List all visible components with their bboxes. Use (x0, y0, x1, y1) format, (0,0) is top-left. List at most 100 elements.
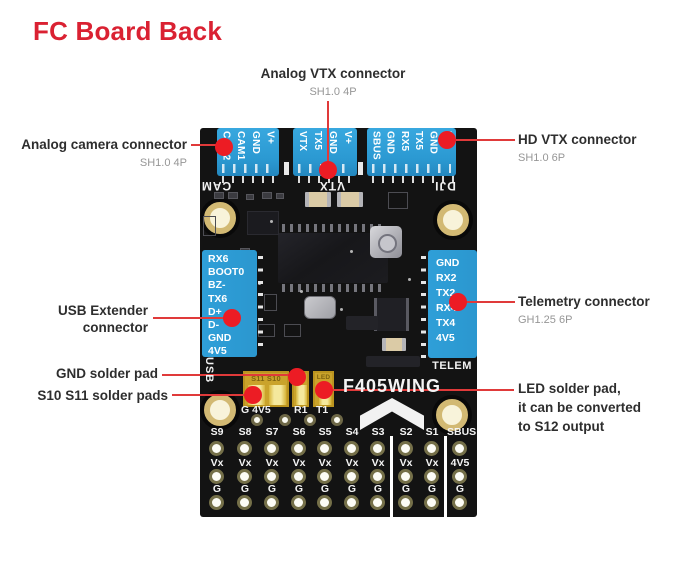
dji-silkscreen: DJI (434, 179, 456, 193)
pin-label: 4V5 (436, 332, 455, 344)
pin-label: G (455, 483, 465, 495)
pin-column-s5: S5 Vx G (312, 426, 338, 516)
pin-label: BZ- (208, 279, 226, 292)
pin-label: 4V5 (208, 345, 227, 358)
pin-label: Vx (345, 457, 359, 469)
pin-label: RX6 (208, 253, 229, 265)
connector-pins (258, 256, 263, 355)
through-hole (209, 495, 224, 510)
pin-label: TX6 (208, 292, 228, 305)
resistor (276, 193, 284, 199)
via (408, 278, 411, 281)
component-outline (284, 324, 301, 337)
through-hole (264, 469, 279, 484)
solder-pads-row (372, 175, 454, 183)
through-hole (251, 414, 263, 426)
solder-pads-row (298, 175, 354, 183)
solder-pad (269, 385, 286, 405)
through-hole (279, 414, 291, 426)
pcb-board: CAM2 CAM1 GND V+ VTX TX5 GND V+ SBUS GND… (200, 128, 477, 517)
small-ic (248, 212, 278, 234)
annotation-label: HD VTX connector (518, 132, 637, 147)
through-hole (398, 495, 413, 510)
pin-label: D+ (208, 305, 222, 318)
annotation-hd-vtx: HD VTX connector SH1.0 6P (518, 131, 637, 167)
g-4v5-silkscreen: G 4V5 (241, 404, 271, 416)
pin-label: Vx (238, 457, 252, 469)
pin-label: S2 (399, 426, 413, 438)
board-tab (284, 162, 289, 175)
annotation-label: LED solder pad, (518, 381, 621, 396)
pin-label: G (347, 483, 357, 495)
via (350, 250, 353, 253)
annotation-label: connector (82, 320, 148, 335)
pin-label: 4V5 (450, 457, 470, 469)
pin-label: Vx (371, 457, 385, 469)
capacitor (382, 338, 406, 351)
connector-pins (372, 164, 451, 173)
pin-column-sbus: SBUS 4V5 G (447, 426, 477, 516)
smd-component (346, 316, 378, 330)
annotation-s10-s11: S10 S11 solder pads (37, 387, 168, 404)
resistor (246, 194, 254, 200)
pin-label: Vx (210, 457, 224, 469)
through-hole (291, 441, 306, 456)
board-break-line (444, 436, 447, 517)
boot-button (370, 226, 402, 258)
pin-label: G (320, 483, 330, 495)
annotation-label: S10 S11 solder pads (37, 388, 168, 403)
pin-label: S3 (371, 426, 385, 438)
chip-pins (282, 224, 384, 232)
pin-label: G (240, 483, 250, 495)
pin-label: SBUS (370, 131, 382, 160)
pin-label: GND (427, 131, 439, 155)
pin-label: Vx (265, 457, 279, 469)
annotation-sub: GH1.25 6P (518, 314, 573, 326)
through-hole (317, 469, 332, 484)
component-outline (203, 216, 216, 236)
usb-connector: RX6 BOOT0 BZ- TX6 D+ D- GND 4V5 (202, 250, 257, 357)
pin-column-s8: S8 Vx G (232, 426, 258, 516)
pin-column-s7: S7 Vx G (259, 426, 285, 516)
pin-label: G (212, 483, 222, 495)
pin-label: V+ (264, 131, 276, 145)
through-hole (291, 495, 306, 510)
page-title: FC Board Back (33, 16, 222, 46)
pin-label: Vx (425, 457, 439, 469)
solder-pad (296, 385, 307, 405)
pin-label: SBUS (447, 426, 477, 438)
resistor (214, 192, 224, 199)
through-hole (304, 414, 316, 426)
component-outline (264, 294, 277, 311)
pin-label: V+ (342, 131, 353, 145)
annotation-label: it can be converted (518, 400, 642, 415)
via (340, 308, 343, 311)
callout-dot (215, 138, 233, 156)
callout-line (458, 301, 515, 303)
pin-label: G (267, 483, 277, 495)
annotation-telemetry: Telemetry connector GH1.25 6P (518, 293, 650, 329)
through-hole (370, 441, 385, 456)
through-hole (264, 495, 279, 510)
callout-dot (223, 309, 241, 327)
pin-label: RX5 (398, 131, 410, 152)
callout-dot (288, 368, 306, 386)
solder-pads-row (222, 175, 276, 183)
pin-label: GND (327, 131, 338, 155)
through-hole (370, 495, 385, 510)
pin-column-s2: S2 Vx G (393, 426, 419, 516)
via (270, 220, 273, 223)
pin-label: G (294, 483, 304, 495)
callout-line (447, 139, 515, 141)
through-hole (209, 469, 224, 484)
pad-label: S11 S10 (251, 374, 281, 383)
pin-label: D- (208, 319, 220, 332)
cam-silkscreen: CAM (200, 179, 232, 193)
board-break-line (390, 436, 393, 517)
pin-label: Vx (292, 457, 306, 469)
component-outline (388, 192, 408, 209)
callout-dot (438, 131, 456, 149)
vtx-silkscreen: VTX (318, 179, 346, 193)
through-hole (237, 495, 252, 510)
capacitor (337, 192, 363, 207)
